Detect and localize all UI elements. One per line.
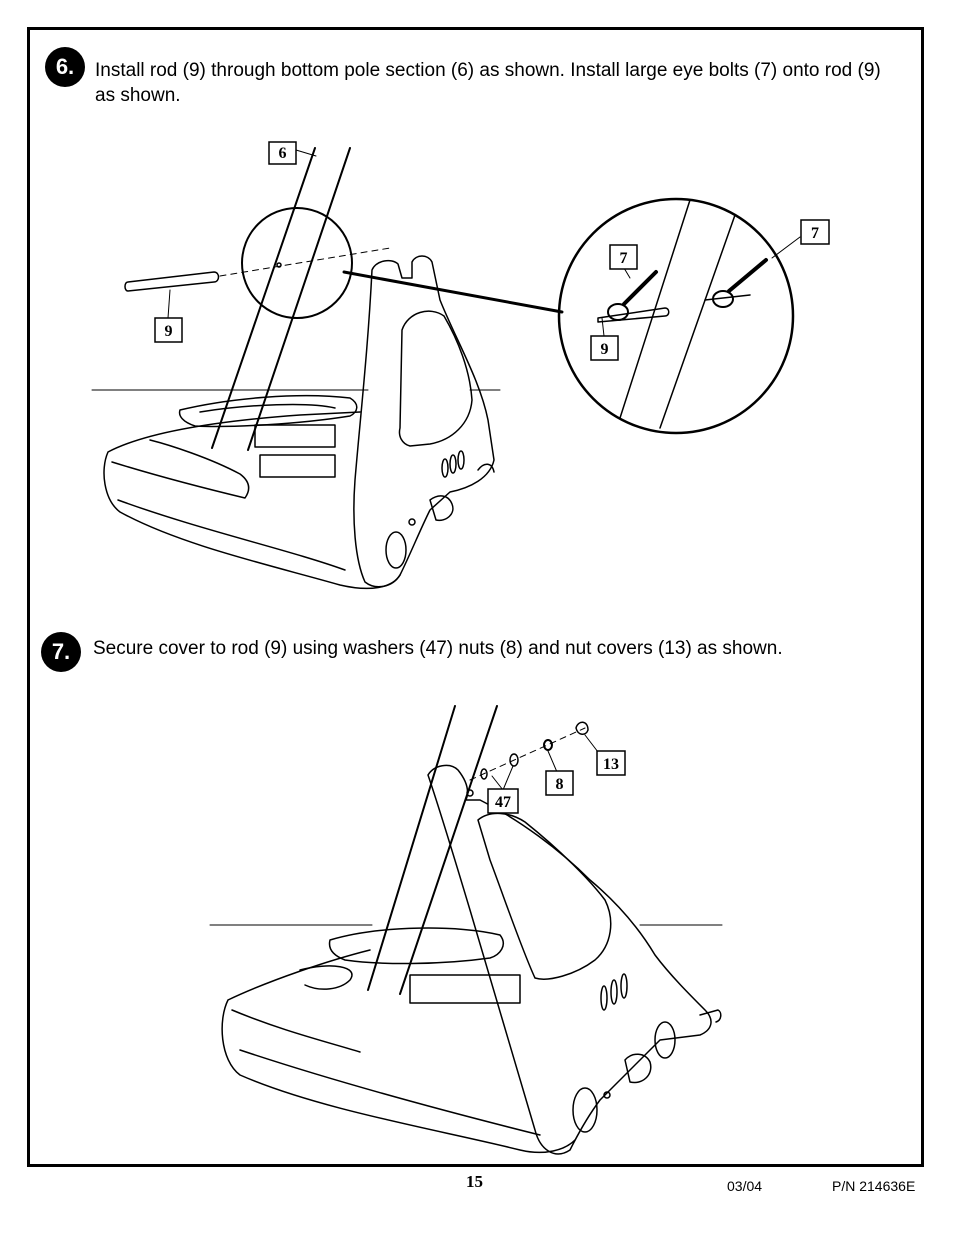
callout-7-right: 7 (811, 225, 819, 242)
revision-date: 03/04 (727, 1178, 763, 1194)
step-6-number: 6. (55, 54, 75, 79)
page-number: 15 (466, 1172, 483, 1191)
callout-7-left: 7 (620, 250, 628, 267)
step-6-instructions: Install rod (9) through bottom pole sect… (95, 60, 881, 106)
part-number: P/N 214636E (832, 1178, 916, 1194)
step-7-badge: 7. (41, 632, 81, 672)
callout-8: 8 (556, 776, 564, 793)
callout-9: 9 (165, 323, 173, 340)
step-6-badge: 6. (45, 47, 85, 87)
callout-47: 47 (495, 794, 511, 811)
callout-13: 13 (603, 756, 619, 773)
page-border (27, 27, 924, 1167)
step-7-illustration: 13 8 47 (209, 705, 723, 1155)
step-6-illustration: 6 9 7 7 9 (91, 141, 830, 590)
callout-6: 6 (279, 145, 287, 162)
callout-9-zoom: 9 (601, 341, 609, 358)
step-7-instructions: Secure cover to rod (9) using washers (4… (93, 638, 783, 659)
step-7-number: 7. (51, 639, 71, 664)
